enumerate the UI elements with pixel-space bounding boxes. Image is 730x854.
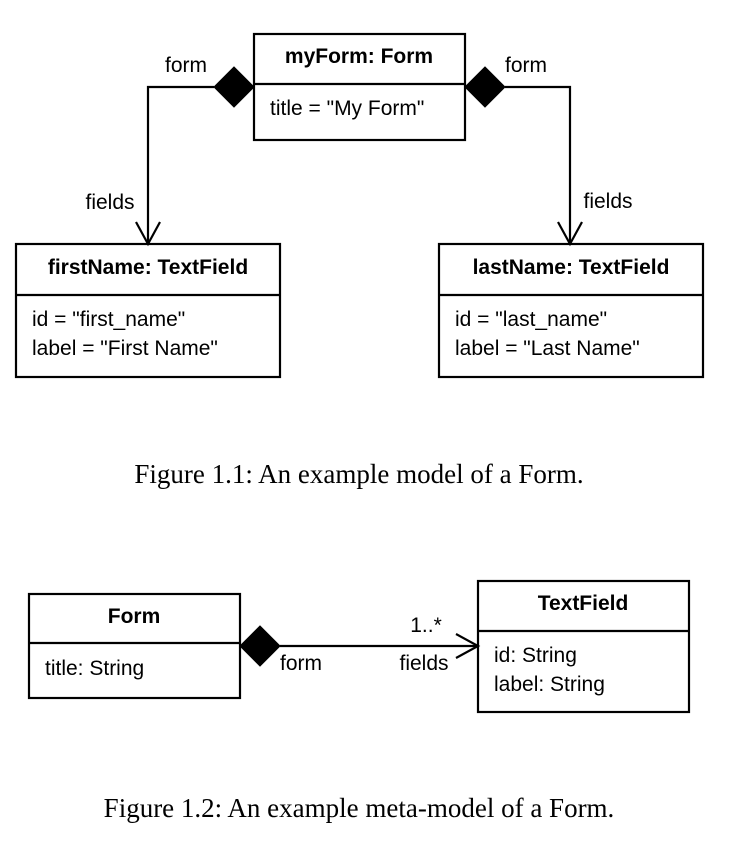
object-myform-box xyxy=(252,32,467,142)
link-left-line xyxy=(146,85,214,244)
composition-diamond-icon xyxy=(464,66,506,108)
open-arrowhead-icon xyxy=(557,221,583,247)
object-myform-title: myForm: Form xyxy=(285,45,433,68)
association-form-fields: form fields 1..* xyxy=(239,614,481,675)
link-right-target-role: fields xyxy=(583,190,632,213)
link-right-composition: form fields xyxy=(464,54,633,247)
object-lastname-title: lastName: TextField xyxy=(473,256,670,279)
link-left-source-role: form xyxy=(165,54,207,77)
open-arrowhead-icon xyxy=(135,221,161,247)
figure-1-caption: Figure 1.1: An example model of a Form. xyxy=(134,459,583,489)
class-form: Form title: String xyxy=(27,592,242,700)
figure-2-caption: Figure 1.2: An example meta-model of a F… xyxy=(104,793,615,823)
object-firstname-title: firstName: TextField xyxy=(48,256,248,279)
class-form-box xyxy=(27,592,242,700)
composition-diamond-icon xyxy=(213,66,255,108)
object-myform: myForm: Form title = "My Form" xyxy=(252,32,467,142)
object-lastname-box xyxy=(437,242,705,379)
association-multiplicity: 1..* xyxy=(410,614,442,637)
association-target-role: fields xyxy=(399,652,448,675)
object-myform-attr: title = "My Form" xyxy=(270,97,424,120)
composition-diamond-icon xyxy=(239,625,281,667)
object-firstname-attr-label: label = "First Name" xyxy=(32,337,218,360)
object-lastname-attr-label: label = "Last Name" xyxy=(455,337,640,360)
figure-2-class-diagram: Form title: String TextField id: String … xyxy=(27,579,691,823)
link-left-target-role: fields xyxy=(85,191,134,214)
object-firstname-box xyxy=(14,242,282,379)
association-source-role: form xyxy=(280,652,322,675)
object-firstname-attr-id: id = "first_name" xyxy=(32,308,185,331)
class-textfield: TextField id: String label: String xyxy=(476,579,691,714)
class-textfield-attr-id: id: String xyxy=(494,644,577,667)
object-lastname-attr-id: id = "last_name" xyxy=(455,308,607,331)
class-textfield-attr-label: label: String xyxy=(494,673,605,696)
link-left-composition: form fields xyxy=(85,54,255,247)
class-form-attr: title: String xyxy=(45,657,144,680)
object-firstname: firstName: TextField id = "first_name" l… xyxy=(14,242,282,379)
figure-1-object-diagram: myForm: Form title = "My Form" firstName… xyxy=(14,32,705,489)
link-right-source-role: form xyxy=(505,54,547,77)
open-arrowhead-icon xyxy=(455,633,481,659)
class-form-title: Form xyxy=(108,605,161,628)
object-lastname: lastName: TextField id = "last_name" lab… xyxy=(437,242,705,379)
class-textfield-box xyxy=(476,579,691,714)
link-right-line xyxy=(505,85,572,244)
class-textfield-title: TextField xyxy=(538,592,629,615)
